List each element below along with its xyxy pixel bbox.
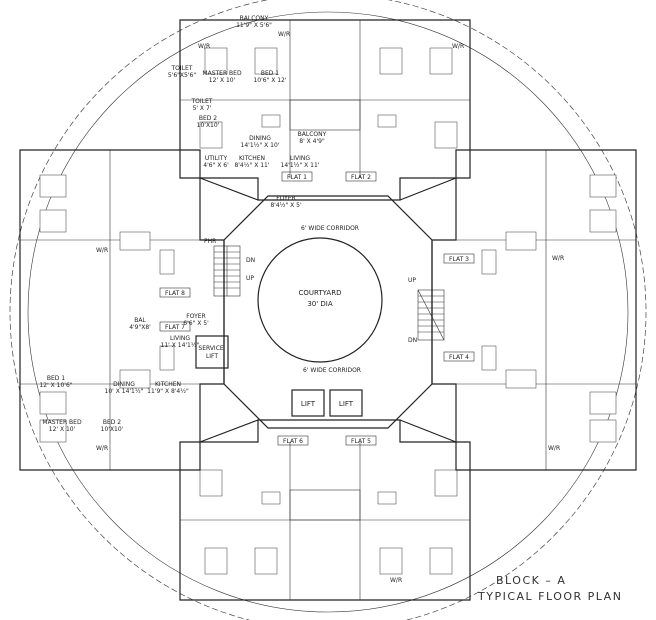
room-name: MASTER BED xyxy=(202,70,242,77)
room-name: BALCONY xyxy=(240,15,269,22)
diag-se xyxy=(399,419,457,443)
stair-right-dn: DN xyxy=(408,337,417,344)
room-name: BED 2 xyxy=(199,115,217,122)
room-name: BAL xyxy=(134,317,146,324)
room-name: BED 2 xyxy=(103,419,121,426)
room-dim: 4'6" X 6' xyxy=(203,162,229,169)
plot-boundary-inner xyxy=(27,11,629,613)
stair-left-dn: DN xyxy=(246,257,255,264)
wing-left xyxy=(19,149,225,471)
flat-label: FLAT 5 xyxy=(351,438,371,445)
room-dim: 10'X10' xyxy=(101,426,124,433)
room-dim: 14'1½" X 11' xyxy=(281,162,320,169)
block-title: BLOCK – A xyxy=(496,574,566,587)
room-name: FOYER xyxy=(276,195,295,202)
room-name: KITCHEN xyxy=(239,155,265,162)
room-dim: 12' X 10' xyxy=(209,77,236,84)
wing-top xyxy=(179,19,471,201)
wardrobe-tag: W/R xyxy=(96,445,108,452)
service-lift-label: SERVICE LIFT xyxy=(198,345,225,360)
room-dim: 11'9" X 8'4½" xyxy=(147,388,189,395)
wardrobe-tag: W/R xyxy=(198,43,210,50)
lift-2-label: LIFT xyxy=(339,400,354,408)
room-dim: 14'1½" X 10' xyxy=(241,142,280,149)
flat-label: FLAT 6 xyxy=(283,438,303,445)
plot-boundary-outer xyxy=(9,0,647,620)
wardrobe-tag: W/R xyxy=(548,445,560,452)
room-dim: 10' X 14'1½" xyxy=(105,388,144,395)
courtyard-dia-label: 30' DIA xyxy=(307,300,333,308)
staircase-right xyxy=(417,289,445,341)
room-name: DINING xyxy=(249,135,271,142)
room-name: LIVING xyxy=(170,335,190,342)
lift-2 xyxy=(329,389,363,417)
courtyard-label: COURTYARD xyxy=(299,289,342,297)
flat-labels: FLAT 1 FLAT 2 FLAT 3 FLAT 4 FLAT 5 FLAT … xyxy=(159,171,475,446)
room-name: MASTER BED xyxy=(42,419,82,426)
room-name: FOYER xyxy=(186,313,205,320)
room-name: DINING xyxy=(113,381,135,388)
service-lift-line-1: SERVICE xyxy=(198,345,224,352)
flat-label: FLAT 8 xyxy=(165,290,185,297)
room-dim: 11' X 14'1½" xyxy=(161,342,200,349)
room-dim: 4'9"X8' xyxy=(129,324,151,331)
diag-ne xyxy=(399,177,457,201)
stair-left-up: UP xyxy=(246,275,254,282)
flat-label: FLAT 1 xyxy=(287,174,307,181)
room-dim: 10'6" X 12' xyxy=(253,77,286,84)
room-name: KITCHEN xyxy=(155,381,181,388)
room-dim: 5'6"X5'6" xyxy=(168,72,196,79)
room-name: BED 1 xyxy=(261,70,279,77)
wardrobe-tag: W/R xyxy=(278,31,290,38)
room-dim: 12' X 10'6" xyxy=(39,382,72,389)
room-name: TOILET xyxy=(191,98,213,105)
room-dim: 11'9" X 5'6" xyxy=(236,22,272,29)
room-dim: 8'4½" X 11' xyxy=(234,162,269,169)
room-dim: 10'X10' xyxy=(197,122,220,129)
wardrobe-tag: W/R xyxy=(390,577,402,584)
room-dim: 6'6" X 5' xyxy=(183,320,209,327)
wing-bottom xyxy=(179,419,471,601)
flat-label: FLAT 2 xyxy=(351,174,371,181)
corridor-bottom-label: 6' WIDE CORRIDOR xyxy=(303,367,361,374)
flat-label: FLAT 4 xyxy=(449,354,469,361)
room-name: UTILITY xyxy=(205,155,228,162)
lift-1 xyxy=(291,389,325,417)
wing-right xyxy=(431,149,637,471)
room-dim: 12' X 10' xyxy=(49,426,76,433)
wardrobe-tag: W/R xyxy=(96,247,108,254)
room-name: BALCONY xyxy=(298,131,327,138)
room-name: BED 1 xyxy=(47,375,65,382)
flat-label: FLAT 3 xyxy=(449,256,469,263)
diag-sw xyxy=(199,419,259,443)
room-dim: 5' X 7' xyxy=(193,105,212,112)
courtyard xyxy=(257,237,383,363)
stair-right-up: UP xyxy=(408,277,416,284)
lift-1-label: LIFT xyxy=(301,400,316,408)
diag-nw xyxy=(199,177,259,201)
staircase-left xyxy=(213,245,241,297)
plan-subtitle: TYPICAL FLOOR PLAN xyxy=(477,590,622,603)
wardrobe-tag: W/R xyxy=(452,43,464,50)
room-dim: 8'4½" X 5' xyxy=(270,202,302,209)
service-lift xyxy=(195,335,229,369)
phr-label: PHR xyxy=(204,238,216,245)
wardrobe-tag: W/R xyxy=(552,255,564,262)
flat-label: FLAT 7 xyxy=(165,324,185,331)
service-lift-line-2: LIFT xyxy=(206,353,218,360)
room-name: LIVING xyxy=(290,155,310,162)
room-dim: 8' X 4'9" xyxy=(299,138,325,145)
corridor-top-label: 6' WIDE CORRIDOR xyxy=(301,225,359,232)
room-name: TOILET xyxy=(171,65,193,72)
